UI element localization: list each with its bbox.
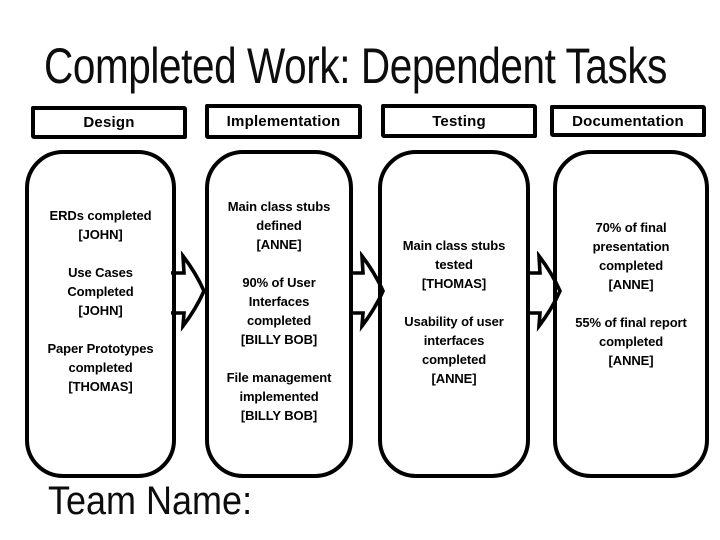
column-header-design: Design	[31, 106, 187, 139]
task-line: completed	[246, 313, 312, 328]
task-line: [JOHN]	[78, 227, 123, 242]
task-panel-testing-content: Main class stubs tested [THOMAS] Usability …	[382, 236, 526, 388]
task-group: Main class stubs tested [THOMAS]	[382, 236, 526, 293]
task-line: tested	[435, 257, 473, 272]
task-group: Main class stubs defined [ANNE]	[209, 197, 349, 254]
task-panel-implementation-content: Main class stubs defined [ANNE] 90% of User…	[209, 197, 349, 425]
task-group: ERDs completed [JOHN]	[29, 206, 172, 244]
task-group: 70% of final presentation completed [ANNE]	[557, 218, 705, 294]
column-header-testing-label: Testing	[432, 112, 486, 130]
task-line: Completed	[67, 284, 134, 299]
task-group: Usability of user interfaces completed [ANN…	[382, 312, 526, 388]
column-header-documentation-label: Documentation	[572, 112, 684, 130]
task-line: [JOHN]	[78, 303, 123, 318]
task-line: interfaces	[423, 333, 485, 348]
task-line: 90% of User	[242, 275, 316, 290]
task-line: ERDs completed	[49, 208, 152, 223]
task-line: [ANNE]	[608, 277, 654, 292]
task-line: Usability of user	[404, 314, 504, 329]
column-header-implementation: Implementation	[205, 104, 362, 139]
task-line: File management	[226, 370, 332, 385]
task-line: Main class stubs	[227, 199, 331, 214]
task-line: presentation	[592, 239, 670, 254]
task-line: 55% of final report	[575, 315, 687, 330]
task-group: Paper Prototypes completed [THOMAS]	[29, 339, 172, 396]
task-line: completed	[68, 360, 133, 375]
column-header-documentation: Documentation	[550, 105, 706, 137]
task-line: Interfaces	[248, 294, 310, 309]
task-line: Main class stubs	[402, 238, 506, 253]
task-line: [ANNE]	[608, 353, 654, 368]
flow-arrow-right-icon	[527, 251, 562, 332]
column-header-testing: Testing	[381, 104, 537, 138]
task-line: 70% of final	[595, 220, 667, 235]
task-line: defined	[256, 218, 302, 233]
column-header-implementation-label: Implementation	[226, 113, 341, 130]
task-panel-implementation: Main class stubs defined [ANNE] 90% of User…	[205, 150, 353, 478]
column-header-design-label: Design	[83, 114, 135, 131]
task-group: 55% of final report completed [ANNE]	[557, 313, 705, 370]
flow-arrow-right-icon	[350, 251, 385, 332]
slide-title: Completed Work: Dependent Tasks	[44, 38, 668, 94]
task-line: [THOMAS]	[68, 379, 133, 394]
task-line: completed	[598, 334, 664, 349]
task-line: Use Cases	[68, 265, 133, 280]
task-line: implemented	[239, 389, 319, 404]
task-line: completed	[421, 352, 487, 367]
task-line: Paper Prototypes	[47, 341, 154, 356]
team-name-label: Team Name:	[48, 479, 253, 523]
task-panel-testing: Main class stubs tested [THOMAS] Usability …	[378, 150, 530, 478]
task-line: completed	[598, 258, 664, 273]
task-group: File management implemented [BILLY BOB]	[209, 368, 349, 425]
task-line: [BILLY BOB]	[240, 332, 318, 347]
task-line: [ANNE]	[256, 237, 302, 252]
task-line: [THOMAS]	[421, 276, 487, 291]
flow-arrow-right-icon	[171, 251, 206, 332]
task-line: [BILLY BOB]	[240, 408, 318, 423]
task-line: [ANNE]	[431, 371, 477, 386]
